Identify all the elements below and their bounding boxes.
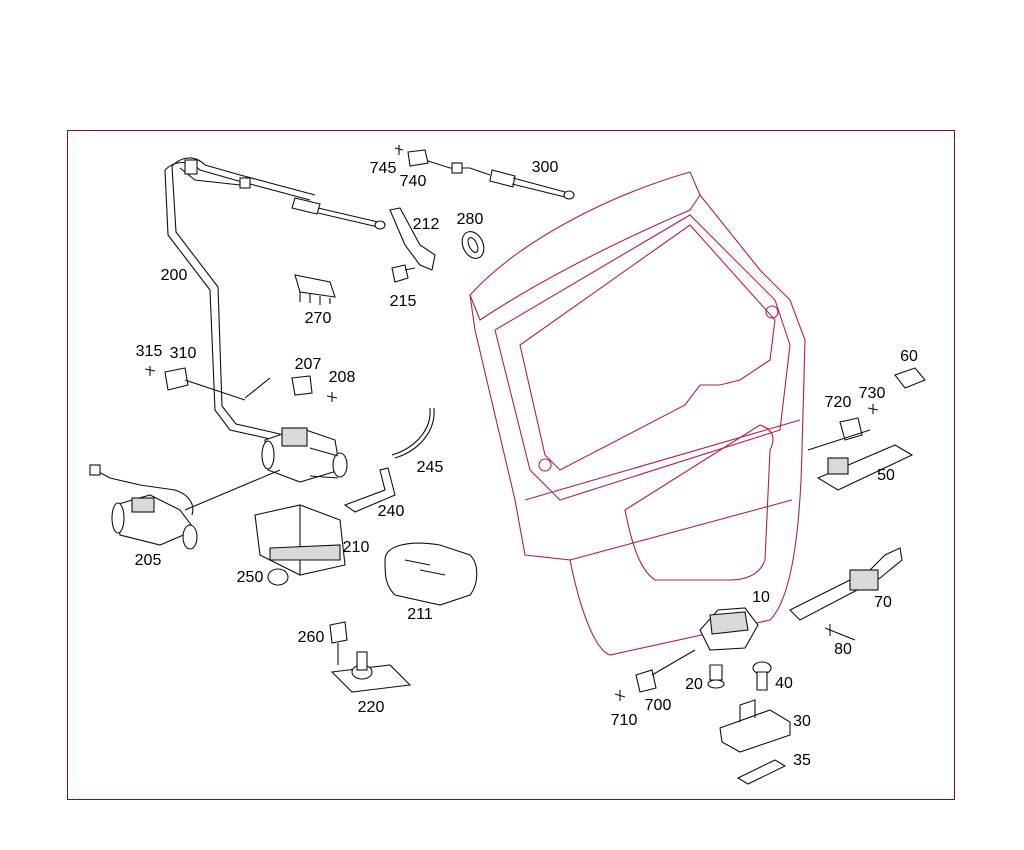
callout-30: 30 <box>793 713 811 730</box>
plate-220 <box>330 651 412 693</box>
callout-730: 730 <box>858 385 886 402</box>
bolt-40 <box>752 661 772 691</box>
control-unit-210 <box>254 504 346 576</box>
callout-20: 20 <box>685 676 703 693</box>
callout-740: 740 <box>399 173 427 190</box>
callout-250: 250 <box>236 569 264 586</box>
callout-205: 205 <box>134 552 162 569</box>
callout-208: 208 <box>328 369 356 386</box>
callout-211: 211 <box>407 606 433 623</box>
callout-300: 300 <box>531 159 559 176</box>
screw-710 <box>614 690 626 701</box>
plate-35 <box>736 759 787 785</box>
screw-730 <box>867 404 879 414</box>
bolt-260 <box>329 621 348 665</box>
handle-60 <box>894 367 926 389</box>
callout-720: 720 <box>824 394 852 411</box>
drive-unit-205 <box>89 464 281 550</box>
callout-80: 80 <box>834 641 852 658</box>
screw-208 <box>326 392 338 402</box>
diagram-frame <box>67 130 955 800</box>
clip-207 <box>291 375 313 396</box>
gas-strut-300 <box>424 159 575 200</box>
screw-745 <box>394 145 404 155</box>
lock-10 <box>699 607 759 651</box>
callout-70: 70 <box>874 594 892 611</box>
grommet-250 <box>267 568 289 586</box>
clip-310 <box>164 367 189 391</box>
bolt-215 <box>391 264 416 283</box>
screw-315 <box>144 366 156 376</box>
clip-740 <box>407 149 429 167</box>
callout-280: 280 <box>456 211 484 228</box>
tailgate-panel <box>469 171 806 656</box>
callout-240: 240 <box>377 503 405 520</box>
bracket-240 <box>343 467 396 513</box>
callout-220: 220 <box>357 699 385 716</box>
callout-245: 245 <box>416 459 444 476</box>
callout-10: 10 <box>752 589 770 606</box>
callout-315: 315 <box>135 343 163 360</box>
grommet-280 <box>461 231 485 259</box>
gas-strut-upper <box>291 197 386 230</box>
clip-700 <box>635 669 657 693</box>
screw-20 <box>707 664 725 689</box>
callout-212: 212 <box>412 216 440 233</box>
callout-210: 210 <box>342 539 370 556</box>
callout-215: 215 <box>389 293 417 310</box>
striker-30 <box>719 699 791 753</box>
bracket-50 <box>807 429 914 491</box>
callout-60: 60 <box>900 348 918 365</box>
bracket-70 <box>789 547 903 621</box>
callout-700: 700 <box>644 697 672 714</box>
screw-80 <box>824 624 856 641</box>
callout-710: 710 <box>610 712 638 729</box>
callout-40: 40 <box>775 675 793 692</box>
connector-270 <box>294 274 336 305</box>
callout-200: 200 <box>160 267 188 284</box>
callout-270: 270 <box>304 310 332 327</box>
callout-260: 260 <box>297 629 325 646</box>
callout-50: 50 <box>877 467 895 484</box>
cable-harness-200 <box>164 157 316 441</box>
callout-35: 35 <box>793 752 811 769</box>
callout-207: 207 <box>294 356 322 373</box>
drive-unit-upper <box>261 427 348 483</box>
callout-310: 310 <box>169 345 197 362</box>
callout-745: 745 <box>369 160 397 177</box>
seal-245 <box>391 407 431 456</box>
housing-211 <box>384 542 478 606</box>
bracket-212 <box>389 207 436 271</box>
